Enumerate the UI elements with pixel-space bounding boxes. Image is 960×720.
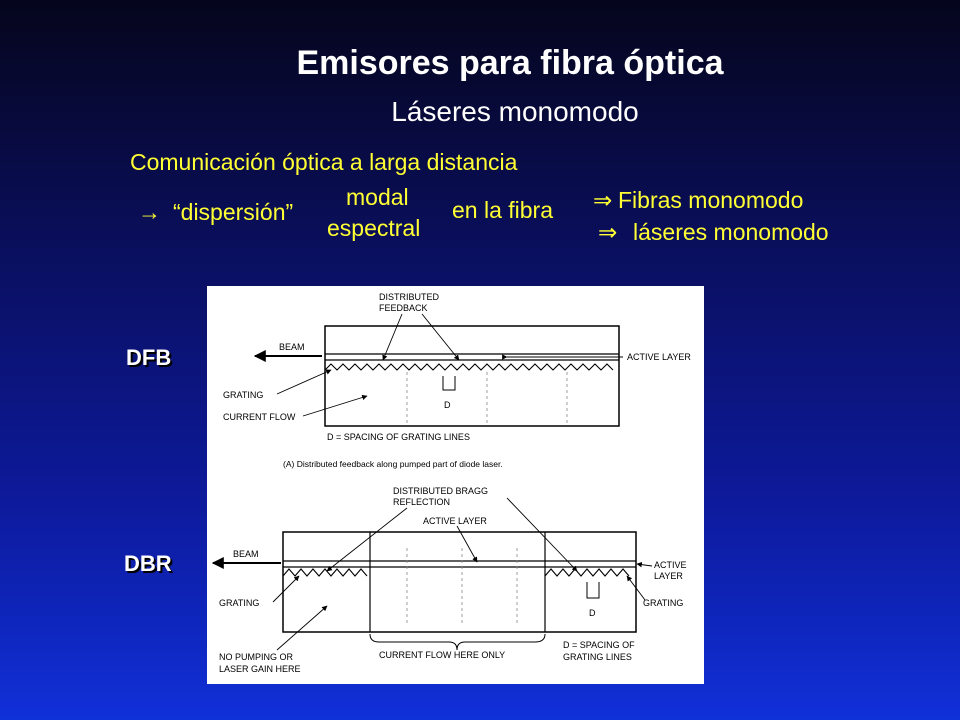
dbr-bragg-pointer-left (326, 507, 408, 572)
dfb-grating-label: GRATING (223, 390, 263, 400)
dfb-spacing-label: D = SPACING OF GRATING LINES (327, 432, 470, 442)
dbr-label: DBR (124, 551, 172, 576)
dbr-no-pumping-label-1: NO PUMPING OR (219, 652, 294, 662)
dfb-label: DFB (126, 345, 172, 370)
dbr-active-layer-label: ACTIVE LAYER (423, 516, 487, 526)
dfb-feedback-pointer-2 (421, 313, 460, 361)
dbr-grating-right-pointer (626, 575, 646, 601)
dbr-left-grating-teeth (282, 568, 368, 577)
laser-diagram-figure: BEAM DISTRIBUTED FEEDBACK ACTIVE LAYER G… (207, 286, 704, 684)
dispersion-text: “dispersión” (173, 199, 294, 225)
dfb-chip-outline (324, 325, 620, 427)
dbr-bragg-label-1: DISTRIBUTED BRAGG (393, 486, 488, 496)
dfb-beam-label: BEAM (279, 342, 305, 352)
slide-subtitle: Láseres monomodo (391, 96, 639, 127)
arrow-right-icon: → (138, 199, 161, 225)
long-distance-line: Comunicación óptica a larga distancia (130, 149, 518, 175)
dfb-current-lines (406, 372, 568, 424)
dbr-active-right-pointer (636, 561, 653, 568)
laser-diagram-svg: BEAM DISTRIBUTED FEEDBACK ACTIVE LAYER G… (211, 292, 691, 674)
dbr-layer-label: LAYER (654, 571, 683, 581)
dbr-active-label: ACTIVE (654, 560, 687, 570)
spectral-text: espectral (327, 215, 421, 241)
dfb-grating-teeth (324, 363, 614, 371)
implies-icon: ⇒ (593, 187, 613, 213)
dbr-active-layer-pointer (456, 525, 478, 563)
dbr-spacing-label-2: GRATING LINES (563, 652, 632, 662)
dfb-d-bracket (442, 376, 456, 391)
dbr-bragg-pointer-right (506, 497, 578, 572)
dbr-grating-left-label: GRATING (219, 598, 259, 608)
dfb-feedback-pointer-1 (382, 313, 403, 361)
dbr-grating-right-label: GRATING (643, 598, 683, 608)
dbr-d-label: D (589, 608, 596, 618)
dfb-distributed-label: DISTRIBUTED (379, 292, 440, 302)
modal-text: modal (346, 184, 409, 210)
dbr-no-pumping-label-2: LASER GAIN HERE (219, 664, 301, 674)
dbr-spacing-label-1: D = SPACING OF (563, 640, 635, 650)
dbr-grating-left-pointer (272, 575, 300, 603)
dbr-right-grating-teeth (544, 568, 630, 577)
dbr-current-only-label: CURRENT FLOW HERE ONLY (379, 650, 505, 660)
monomode-lasers-text: láseres monomodo (633, 219, 829, 245)
in-fiber-text: en la fibra (452, 197, 554, 223)
dbr-no-pumping-pointer (276, 605, 328, 651)
dbr-current-brace (369, 633, 546, 651)
monomode-fibers-text: Fibras monomodo (618, 187, 804, 213)
dfb-current-pointer (302, 394, 368, 417)
dfb-caption: (A) Distributed feedback along pumped pa… (283, 459, 503, 469)
slide-title: Emisores para fibra óptica (296, 44, 724, 82)
implies-icon-2: ⇒ (598, 219, 618, 245)
dbr-beam-label: BEAM (233, 549, 259, 559)
dfb-d-label: D (444, 400, 451, 410)
dbr-current-lines (406, 548, 518, 626)
dbr-diagram: BEAM DISTRIBUTED BRAGG REFLECTION ACTIVE… (211, 486, 687, 674)
dbr-d-bracket (586, 582, 600, 599)
dfb-active-layer-label: ACTIVE LAYER (627, 352, 691, 362)
dfb-grating-pointer (276, 369, 332, 395)
dfb-current-flow-label: CURRENT FLOW (223, 412, 296, 422)
dfb-feedback-label: FEEDBACK (379, 303, 428, 313)
dfb-diagram: BEAM DISTRIBUTED FEEDBACK ACTIVE LAYER G… (223, 292, 691, 469)
dbr-chip-outline (282, 531, 637, 633)
dbr-bragg-label-2: REFLECTION (393, 497, 450, 507)
